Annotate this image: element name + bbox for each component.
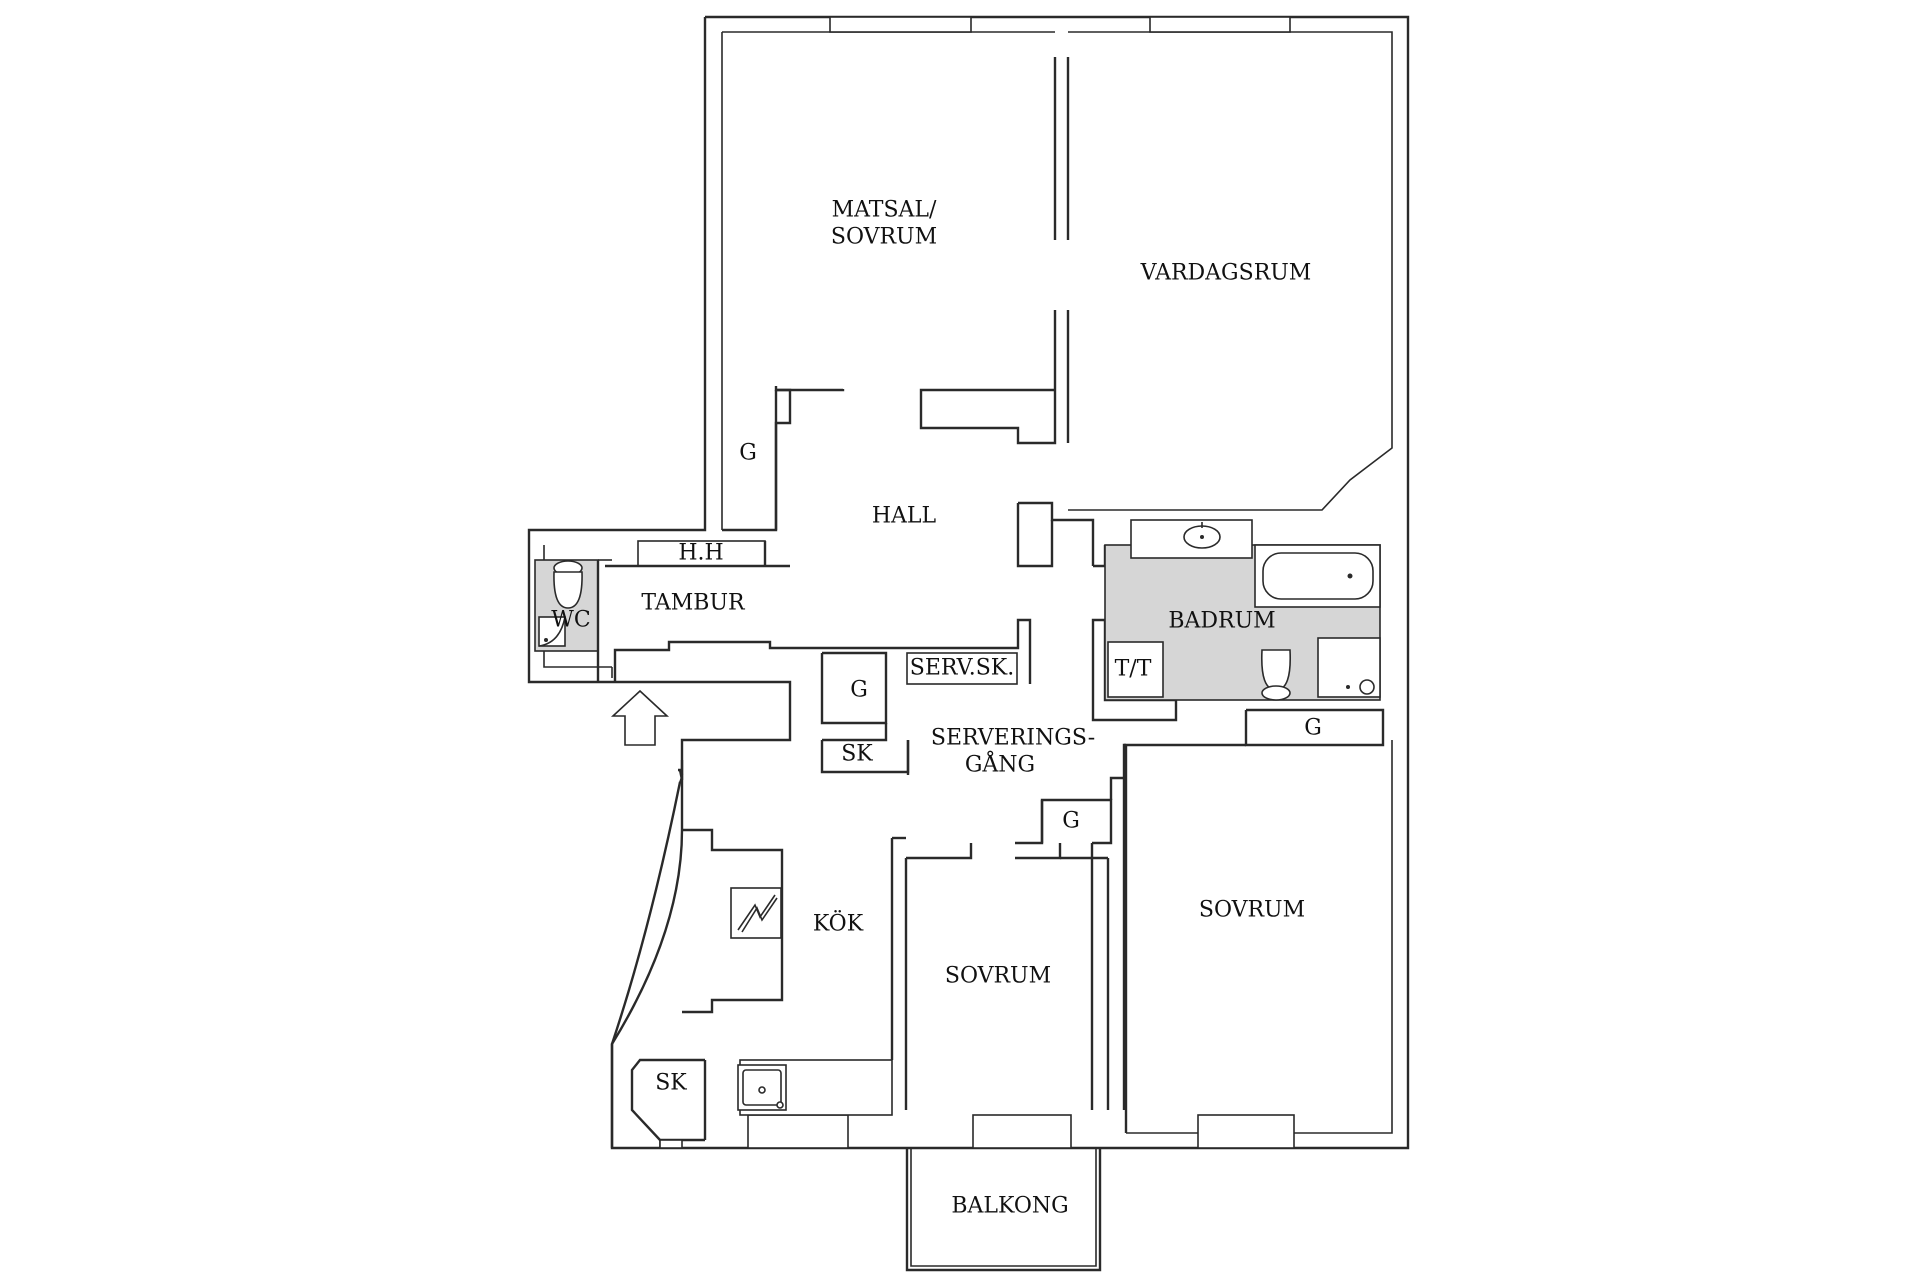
label-balkong: BALKONG — [951, 1194, 1068, 1219]
vent-grate — [659, 1139, 683, 1149]
label-g-bed: G — [1062, 809, 1080, 834]
window — [829, 16, 972, 33]
sink-icon — [1183, 522, 1221, 549]
label-sk-serv: SK — [841, 742, 873, 767]
label-matsal-line1: MATSAL/ — [832, 198, 937, 223]
window — [747, 1114, 849, 1149]
windows — [747, 16, 1295, 1149]
entrance-arrow-icon — [610, 689, 670, 746]
label-g-bath: G — [1304, 716, 1322, 741]
tt-washer-cabinet — [1107, 641, 1164, 698]
kitchen-sink-icon — [737, 1064, 787, 1111]
wc-toilet-icon — [553, 560, 583, 609]
label-kok: KÖK — [813, 910, 864, 937]
label-wc: WC — [551, 608, 590, 633]
hh-closet — [637, 540, 766, 567]
interior-walls — [605, 57, 1385, 1133]
serv-sk-cabinet — [906, 652, 1018, 685]
shower-drain-icon — [1317, 637, 1381, 698]
label-g-serv: G — [850, 678, 868, 703]
bathroom-area — [1104, 519, 1381, 701]
label-g-hall: G — [739, 441, 757, 466]
room-labels: MATSAL/ SOVRUM VARDAGSRUM G HALL H.H TAM… — [551, 198, 1322, 1219]
window — [972, 1114, 1072, 1149]
bath-toilet-icon — [1260, 649, 1292, 701]
label-serv-sk: SERV.SK. — [910, 656, 1014, 681]
label-tt: T/T — [1115, 657, 1152, 682]
label-serveringsgang-line1: SERVERINGS- — [931, 726, 1095, 751]
label-badrum: BADRUM — [1168, 609, 1275, 634]
label-sovrum-small: SOVRUM — [945, 964, 1051, 989]
kitchen-area — [630, 828, 893, 1149]
stove-icon — [730, 887, 782, 939]
balcony — [905, 1148, 1102, 1272]
label-sovrum-large: SOVRUM — [1199, 898, 1305, 923]
label-hall: HALL — [872, 504, 937, 529]
label-serveringsgang-line2: GÅNG — [965, 750, 1035, 778]
wc-area — [534, 559, 612, 682]
label-tambur: TAMBUR — [641, 591, 746, 616]
label-matsal-line2: SOVRUM — [831, 225, 937, 250]
label-vardagsrum: VARDAGSRUM — [1140, 261, 1312, 286]
label-hh: H.H — [678, 541, 723, 566]
window — [1149, 16, 1291, 33]
window — [1197, 1114, 1295, 1149]
label-sk-kitchen: SK — [655, 1071, 687, 1096]
bathtub-icon — [1254, 544, 1381, 608]
